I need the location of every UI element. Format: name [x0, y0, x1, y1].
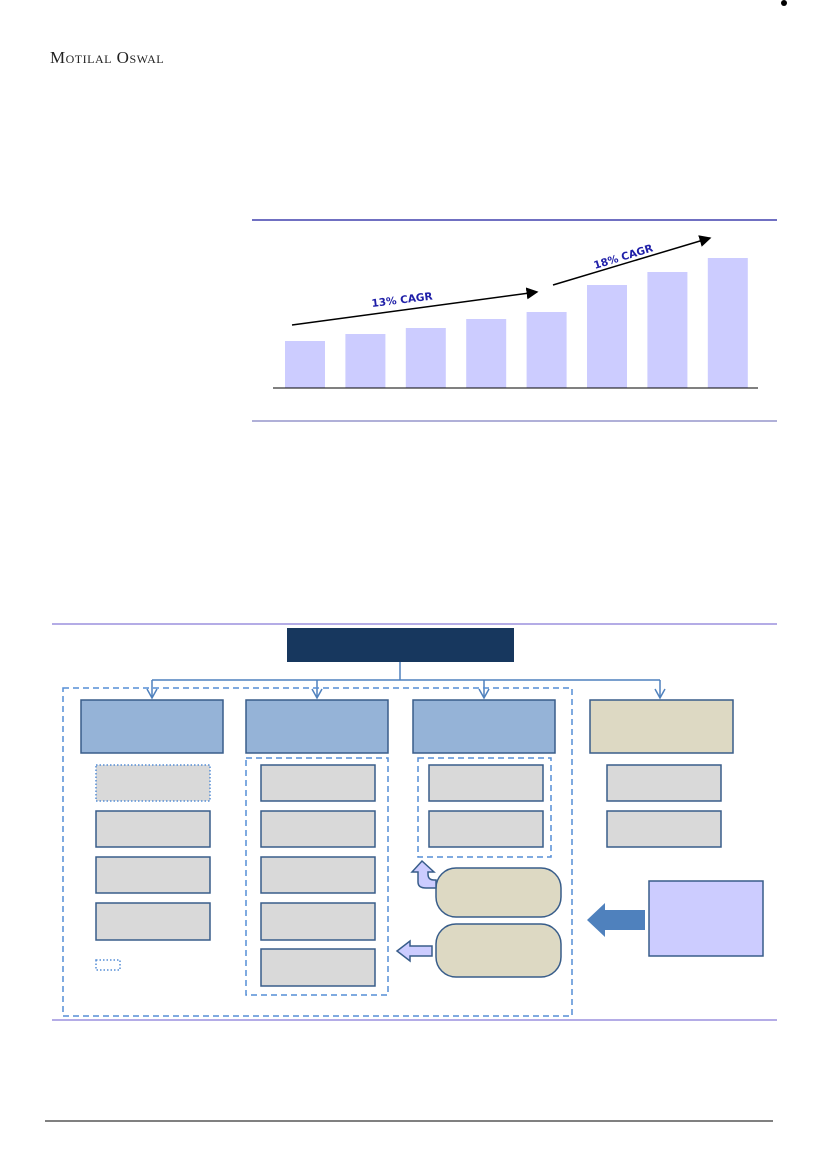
cagr-arrow-1	[291, 287, 539, 326]
chart-bar	[587, 285, 627, 388]
chart-bar	[707, 258, 748, 388]
chart-bar	[405, 328, 446, 388]
chart-bar	[285, 341, 325, 388]
chart-bar	[647, 272, 688, 388]
chart-bar	[466, 319, 507, 388]
chart-bar	[526, 312, 567, 388]
chart-bar	[345, 334, 386, 388]
brand-logo: Motilal Oswal	[50, 48, 165, 67]
cagr-arrow-2	[552, 235, 712, 286]
page-top-marker	[0, 0, 827, 6]
